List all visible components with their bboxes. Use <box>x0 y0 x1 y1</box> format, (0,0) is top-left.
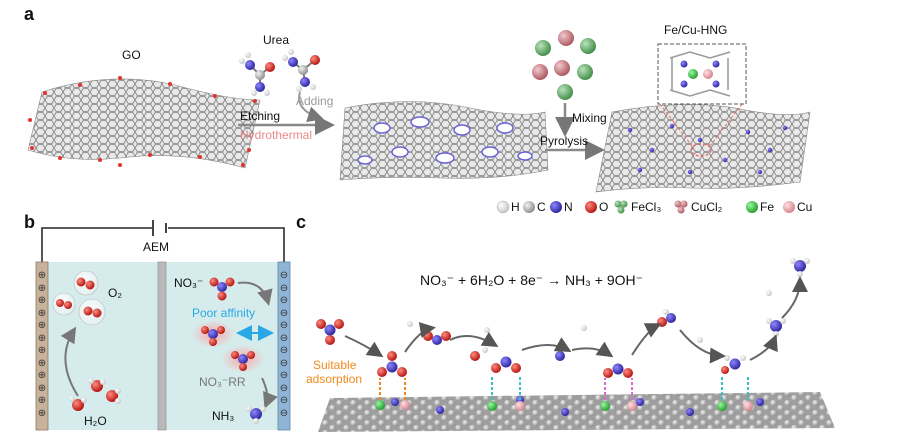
aem-label: AEM <box>143 240 170 254</box>
holey-graphene-sheet <box>339 101 549 181</box>
product-label: Fe/Cu-HNG <box>664 23 728 37</box>
atom-legend-swatches <box>496 200 795 214</box>
mixing-label: Mixing <box>572 111 607 125</box>
nh3-arrow <box>261 377 278 409</box>
o2-label: O₂ <box>108 286 122 300</box>
legend-n: N <box>564 200 573 214</box>
panel-b-letter: b <box>24 212 35 232</box>
anode-electrode <box>35 261 49 431</box>
urea-molecules <box>239 49 320 96</box>
water-molecules <box>69 378 121 411</box>
nitrate-to-cathode-arrow <box>237 281 273 306</box>
legend-h: H <box>511 200 520 214</box>
no3-label: NO₃⁻ <box>174 276 204 290</box>
fecu-active-site-inset <box>657 43 747 105</box>
oer-arrow <box>60 326 79 397</box>
reaction-equation: NO₃⁻ + 6H₂O + 8e⁻ → NH₃ + 9OH⁻ <box>420 272 644 288</box>
anode-charge-signs: ⊕⊕⊕⊕⊕⊕⊕⊕⊕⊕⊕⊕ <box>37 270 47 419</box>
nh3-label: NH₃ <box>212 409 235 423</box>
catalyst-substrate <box>318 392 835 432</box>
urea-label: Urea <box>263 33 290 47</box>
cathode-electrode <box>277 261 291 431</box>
legend-o: O <box>599 200 609 214</box>
cathode-charge-signs: ⊖⊖⊖⊖⊖⊖⊖⊖⊖⊖⊖⊖ <box>279 270 289 419</box>
adsorption-label-line2: adsorption <box>306 372 363 386</box>
legend-fecl3: FeCl₃ <box>631 200 662 214</box>
aem-membrane <box>157 261 167 431</box>
hydrothermal-label: Hydrothermal <box>240 128 313 142</box>
h2o-label: H₂O <box>84 414 107 428</box>
panel-a-letter: a <box>24 4 35 24</box>
go-sheet <box>27 76 261 169</box>
etching-label: Etching <box>240 109 281 123</box>
legend-cucl2: CuCl₂ <box>691 200 723 214</box>
nitrate-ion-cathode <box>209 277 235 301</box>
legend-c: C <box>537 200 546 214</box>
adding-label: Adding <box>296 94 334 108</box>
pyrolysis-label: Pyrolysis <box>540 134 589 148</box>
o2-bubbles <box>52 270 106 326</box>
panel-c-letter: c <box>296 212 307 232</box>
legend-fe: Fe <box>760 200 775 214</box>
metal-salt-clusters <box>532 30 596 100</box>
adsorption-bonds <box>379 376 749 400</box>
reaction-intermediates <box>316 258 810 378</box>
poor-affinity-label: Poor affinity <box>192 306 256 320</box>
fecu-hng-sheet <box>595 103 811 193</box>
poor-affinity-halos <box>191 320 265 373</box>
go-label: GO <box>122 48 141 62</box>
adsorption-label-line1: Suitable <box>313 358 357 372</box>
legend-cu: Cu <box>797 200 813 214</box>
ammonia-molecule-cell <box>246 406 266 424</box>
no3rr-label: NO₃⁻RR <box>199 375 246 389</box>
mechanism-arrows <box>344 276 808 364</box>
